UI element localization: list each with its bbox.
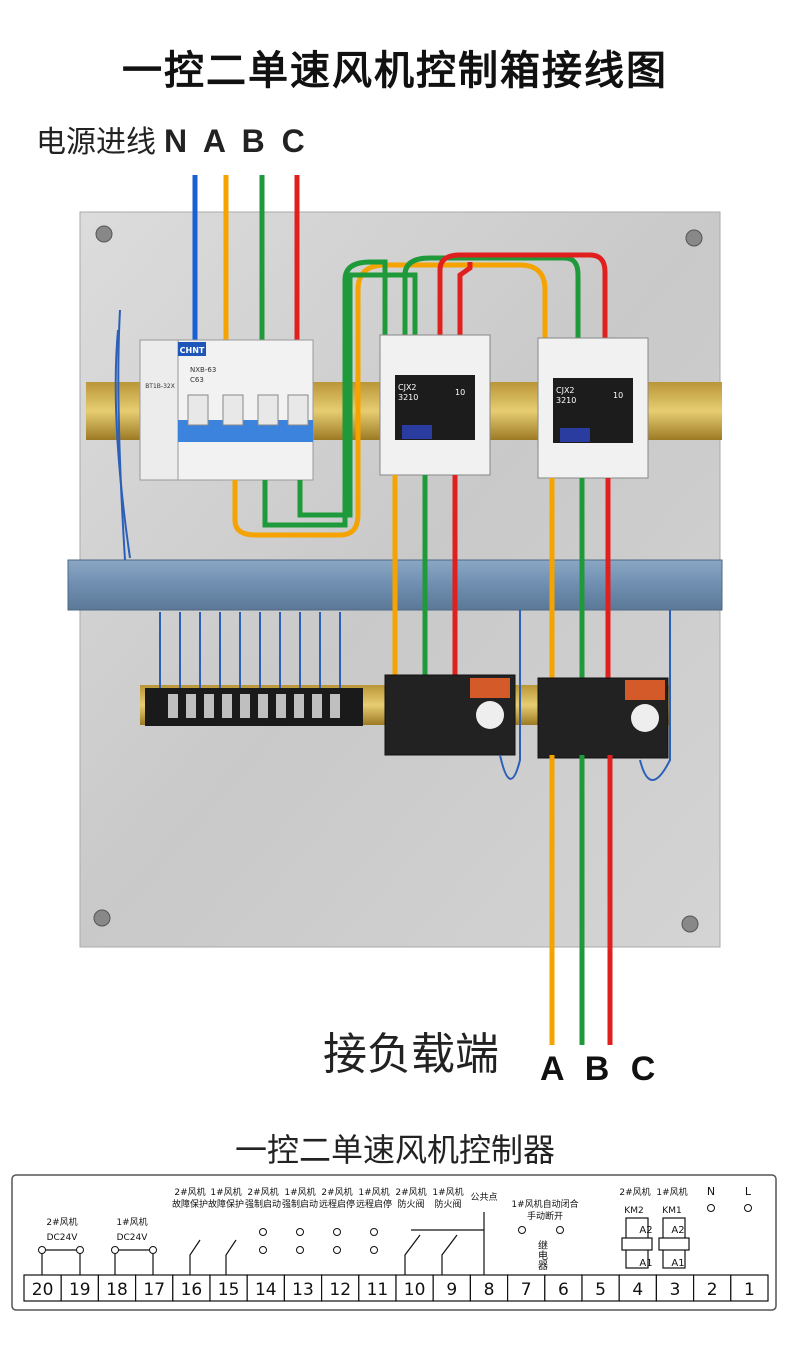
main-breaker: CHNT NXB-63 C63 <box>177 339 314 481</box>
plate-screws <box>93 225 703 933</box>
contactor-1-aux: 10 <box>455 388 465 397</box>
overload-relay-1 <box>384 674 516 756</box>
breaker-rating: C63 <box>190 376 204 384</box>
contactor-1-code: 3210 <box>398 393 418 402</box>
output-wires <box>392 475 611 685</box>
control-wires <box>114 309 671 781</box>
breaker-brand: CHNT <box>180 346 205 355</box>
page-title: 一控二单速风机控制箱接线图 <box>122 48 668 94</box>
bus-wires <box>232 252 608 538</box>
load-phases: A B C <box>540 1050 662 1088</box>
contactor-2-code: 3210 <box>556 396 576 405</box>
contactor-1-model: CJX2 <box>398 383 417 392</box>
terminal-block <box>145 688 363 726</box>
overload-relay-2 <box>537 677 669 759</box>
spd-label: BT1B-32X <box>145 383 175 390</box>
controller-title: 一控二单速风机控制器 <box>234 1131 555 1169</box>
power-input-text: 电源进线 <box>36 125 156 160</box>
load-wires <box>549 755 613 1045</box>
power-input-phases: N A B C <box>164 123 309 159</box>
surge-protector: BT1B-32X <box>139 339 181 481</box>
contactor-1: CJX2 3210 10 <box>379 334 491 476</box>
incoming-wires <box>192 175 300 355</box>
contactor-2-aux: 10 <box>613 391 623 400</box>
contactor-2-model: CJX2 <box>556 386 575 395</box>
contactor-2: CJX2 3210 10 <box>537 337 649 479</box>
breaker-model: NXB-63 <box>190 366 216 374</box>
load-label: 接负载端 <box>323 1029 499 1080</box>
